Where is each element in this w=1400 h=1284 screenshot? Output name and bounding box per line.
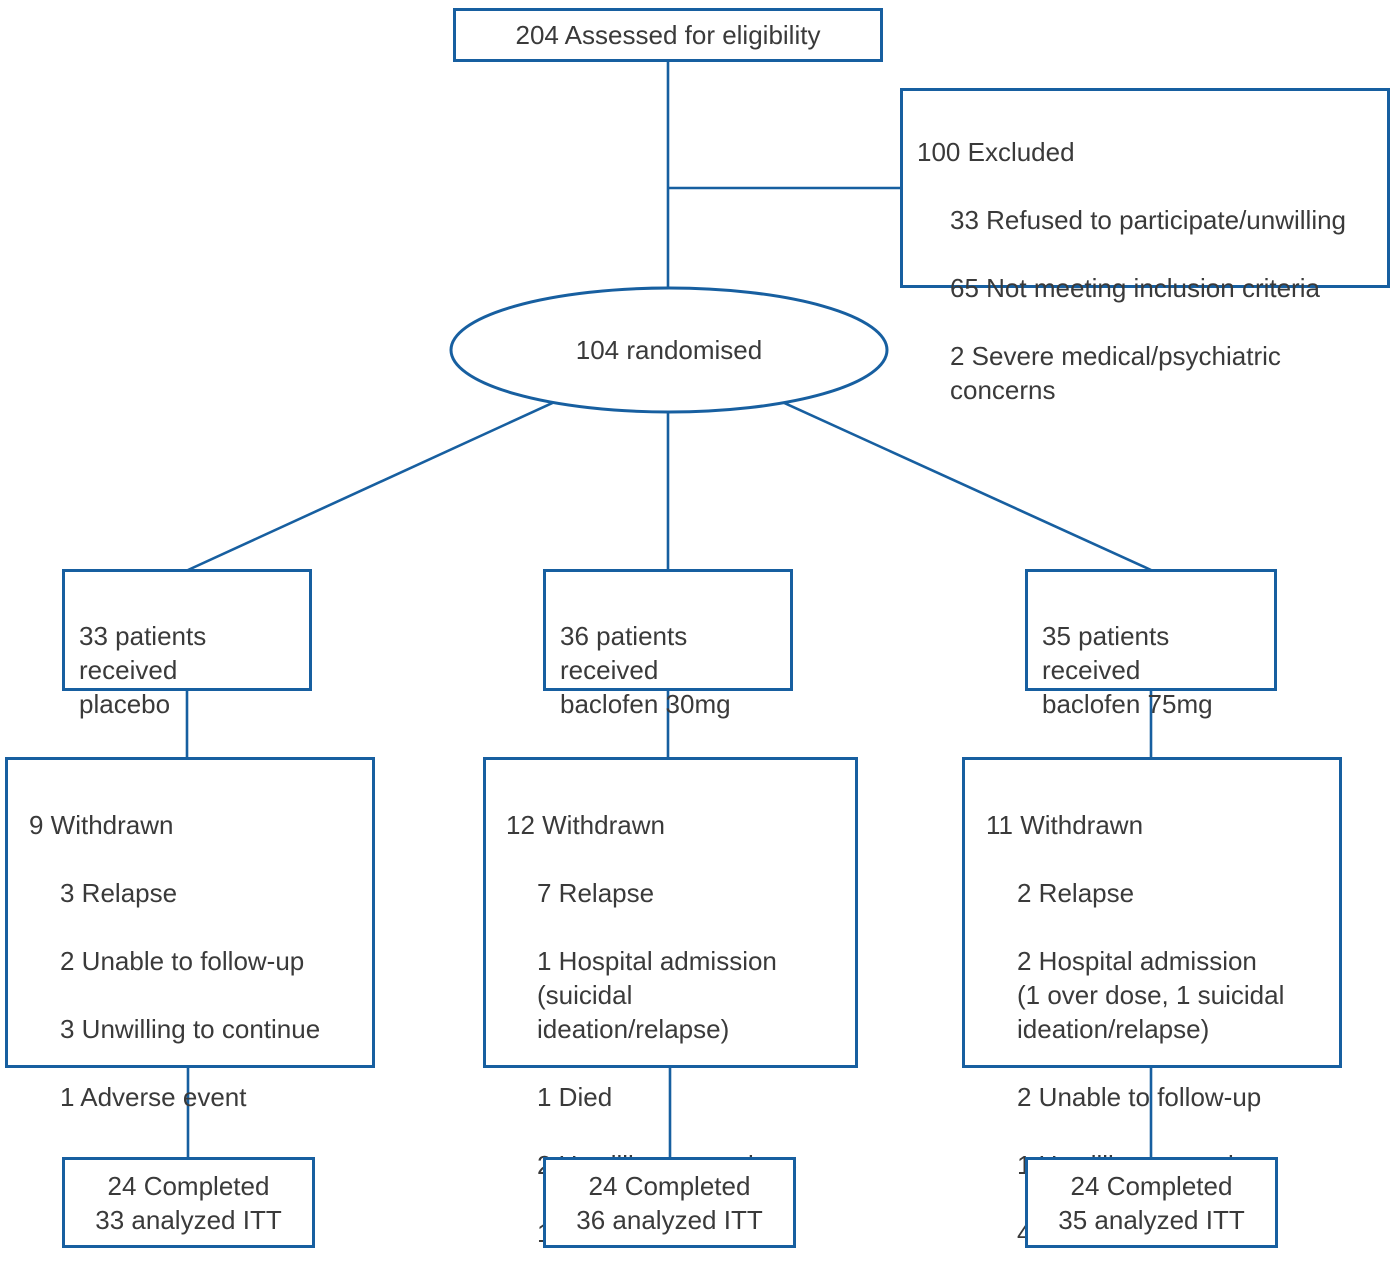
withdrawn-placebo-box: 9 Withdrawn 3 Relapse 2 Unable to follow…	[5, 757, 375, 1112]
analyzed-itt: 36 analyzed ITT	[576, 1204, 763, 1235]
arm-baclofen75-label: 35 patients received baclofen 75mg	[1042, 621, 1213, 719]
withdrawn-item: 2 Hospital admission (1 over dose, 1 sui…	[1017, 946, 1285, 1044]
withdrawn-item: 3 Unwilling to continue	[60, 1014, 321, 1044]
completed-count: 24 Completed	[107, 1170, 270, 1201]
withdrawn-header: 12 Withdrawn	[506, 810, 665, 840]
arm-baclofen30-label: 36 patients received baclofen 30mg	[560, 621, 731, 719]
randomised-node: 104 randomised	[451, 288, 887, 412]
analyzed-itt: 33 analyzed ITT	[95, 1204, 282, 1235]
completed-baclofen75-box: 24 Completed 35 analyzed ITT	[1025, 1157, 1278, 1248]
assessed-for-eligibility-box: 204 Assessed for eligibility	[453, 8, 883, 62]
withdrawn-item: 1 Adverse event	[60, 1082, 247, 1112]
completed-baclofen30-box: 24 Completed 36 analyzed ITT	[543, 1157, 796, 1248]
consort-flow-diagram: 204 Assessed for eligibility 100 Exclude…	[5, 8, 1390, 1248]
withdrawn-item: 2 Unable to follow-up	[60, 946, 305, 976]
connector-lines	[185, 62, 1153, 1159]
withdrawn-item: 1 Died	[537, 1082, 613, 1112]
arm-placebo-label: 33 patients received placebo	[79, 621, 207, 719]
withdrawn-baclofen30-box: 12 Withdrawn 7 Relapse 1 Hospital admiss…	[483, 757, 858, 1248]
withdrawn-item: 2 Unable to follow-up	[1017, 1082, 1262, 1112]
excluded-item: 2 Severe medical/psychiatric concerns	[950, 341, 1281, 405]
withdrawn-header: 9 Withdrawn	[29, 810, 174, 840]
randomised-ellipse	[449, 286, 889, 414]
excluded-item: 65 Not meeting inclusion criteria	[950, 273, 1320, 303]
analyzed-itt: 35 analyzed ITT	[1058, 1204, 1245, 1235]
completed-count: 24 Completed	[588, 1170, 751, 1201]
excluded-box: 100 Excluded 33 Refused to participate/u…	[900, 88, 1390, 405]
excluded-header: 100 Excluded	[917, 137, 1075, 167]
completed-count: 24 Completed	[1070, 1170, 1233, 1201]
withdrawn-baclofen75-box: 11 Withdrawn 2 Relapse 2 Hospital admiss…	[962, 757, 1342, 1248]
completed-placebo-box: 24 Completed 33 analyzed ITT	[62, 1157, 315, 1248]
withdrawn-header: 11 Withdrawn	[986, 810, 1144, 840]
arm-placebo-box: 33 patients received placebo	[62, 569, 312, 719]
excluded-item: 33 Refused to participate/unwilling	[950, 205, 1347, 235]
arm-baclofen75-box: 35 patients received baclofen 75mg	[1025, 569, 1277, 719]
withdrawn-item: 7 Relapse	[537, 878, 655, 908]
withdrawn-item: 1 Hospital admission (suicidal ideation/…	[537, 946, 777, 1044]
arm-baclofen30-box: 36 patients received baclofen 30mg	[543, 569, 793, 719]
assessed-for-eligibility-label: 204 Assessed for eligibility	[515, 20, 821, 50]
withdrawn-item: 3 Relapse	[60, 878, 178, 908]
withdrawn-item: 2 Relapse	[1017, 878, 1135, 908]
randomised-label: 104 randomised	[575, 334, 763, 365]
